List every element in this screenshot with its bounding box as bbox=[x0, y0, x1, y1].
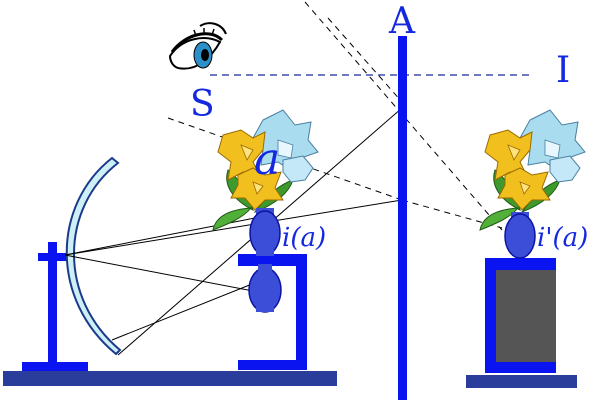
label-observer: S bbox=[190, 84, 215, 125]
lower-vase-icon bbox=[248, 267, 282, 313]
label-image-marker: I bbox=[556, 50, 570, 91]
virtual-flowers-icon bbox=[479, 109, 586, 231]
mirror-stand-base bbox=[22, 362, 88, 371]
label-virtual-image: i'(a) bbox=[537, 223, 588, 253]
right-pedestal-panel bbox=[496, 270, 556, 362]
upper-vase-foot bbox=[256, 250, 274, 256]
ray-crossbar-to-vase-lower bbox=[64, 254, 259, 293]
eye-icon bbox=[168, 22, 227, 70]
lower-vase-foot bbox=[256, 306, 274, 312]
ground-bar-right bbox=[466, 375, 577, 388]
label-object: a bbox=[254, 134, 280, 185]
concave-mirror-icon bbox=[65, 156, 122, 356]
mirror-stand-post bbox=[48, 242, 57, 364]
label-real-image: i(a) bbox=[282, 223, 326, 253]
vase-icon bbox=[249, 210, 281, 256]
middle-c-support bbox=[238, 254, 307, 370]
virtual-vase-icon bbox=[504, 213, 536, 259]
label-plane: A bbox=[388, 1, 416, 42]
dashed-line-upper bbox=[327, 17, 403, 103]
mirror-stand-crossbar bbox=[38, 253, 68, 261]
plane-mirror-bar bbox=[398, 36, 407, 400]
lower-vase-neck bbox=[258, 264, 272, 272]
ground-bar-left bbox=[3, 371, 337, 386]
ray-mirror-bottom-to-vase bbox=[111, 279, 263, 341]
ray-crossbar-to-plane bbox=[64, 199, 403, 256]
